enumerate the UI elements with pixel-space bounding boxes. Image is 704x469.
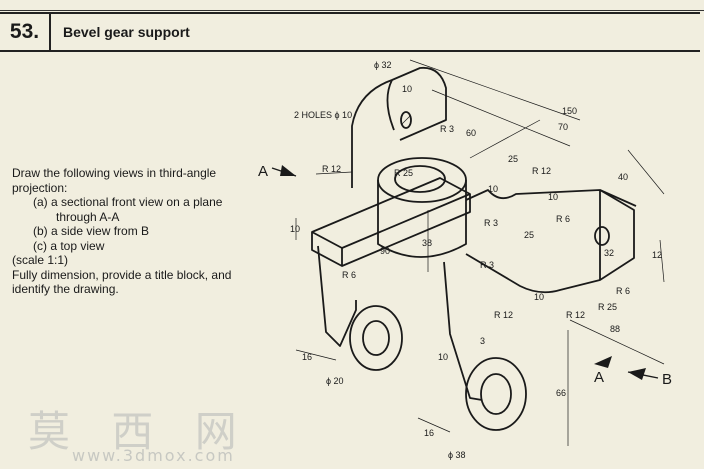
- dim-label: R 25: [598, 302, 617, 312]
- dim-label: 10: [290, 224, 300, 234]
- watermark-url: www.3dmox.com: [72, 446, 235, 465]
- dim-label: 3: [480, 336, 485, 346]
- dim-label: R 6: [556, 214, 570, 224]
- dim-label: R 3: [440, 124, 454, 134]
- dim-label: 40: [618, 172, 628, 182]
- dim-label: R 12: [532, 166, 551, 176]
- dim-label: ϕ 38: [448, 450, 466, 460]
- dim-label: 88: [610, 324, 620, 334]
- dim-label: ϕ 20: [326, 376, 344, 386]
- dim-label: 10: [488, 184, 498, 194]
- dim-label: R 3: [480, 260, 494, 270]
- dim-label: 66: [556, 388, 566, 398]
- dim-label: R 12: [566, 310, 585, 320]
- instruction-item-b: (b) a side view from B: [33, 224, 150, 238]
- instruction-line: Fully dimension, provide a title block, …: [12, 267, 232, 282]
- top-rule: [0, 0, 704, 11]
- dim-label: R 3: [484, 218, 498, 228]
- dim-label: 10: [548, 192, 558, 202]
- instruction-item-a-cont: through A-A: [56, 209, 120, 224]
- dim-label: R 12: [494, 310, 513, 320]
- dim-label: 60: [466, 128, 476, 138]
- dim-label: R 12: [322, 164, 341, 174]
- dim-label: 10: [438, 352, 448, 362]
- dim-label: ϕ 32: [374, 60, 392, 70]
- dim-label: 2 HOLES ϕ 10: [294, 110, 352, 120]
- section-marks: A A B: [258, 163, 672, 388]
- instruction-scale: (scale 1:1): [12, 253, 69, 267]
- dim-label: 150: [562, 106, 577, 116]
- dim-label: 16: [424, 428, 434, 438]
- dim-label: 25: [508, 154, 518, 164]
- exercise-header: 53. Bevel gear support: [0, 12, 700, 52]
- dim-label: 25: [524, 230, 534, 240]
- dimension-lines: [295, 59, 665, 446]
- instruction-item-c: (c) a top view: [33, 238, 105, 253]
- dim-label: 38: [422, 238, 432, 248]
- dimension-labels: ϕ 32 2 HOLES ϕ 10 10 R 3 60 150 70 25 R …: [290, 60, 662, 460]
- instruction-line: projection:: [12, 180, 68, 195]
- part-outline: [311, 66, 637, 431]
- dim-label: 32: [604, 248, 614, 258]
- watermark-text: 莫 西 网: [28, 407, 251, 456]
- instruction-item-a: (a) a sectional front view on a plane: [33, 195, 223, 209]
- dim-label: R 25: [394, 168, 413, 178]
- dim-label: 12: [652, 250, 662, 260]
- dim-label: 16: [302, 352, 312, 362]
- instruction-line: identify the drawing.: [12, 282, 119, 296]
- exercise-number: 53.: [0, 14, 51, 50]
- dim-label: 70: [558, 122, 568, 132]
- dim-label: R 6: [342, 270, 356, 280]
- section-label-a-right: A: [594, 369, 604, 386]
- section-label-a: A: [258, 163, 268, 180]
- view-label-b: B: [662, 371, 672, 388]
- dim-label: 90: [380, 246, 390, 256]
- instruction-line: Draw the following views in third-angle: [12, 166, 217, 180]
- exercise-title: Bevel gear support: [63, 24, 190, 40]
- instructions: Draw the following views in third-angle …: [12, 166, 274, 297]
- dim-label: 10: [534, 292, 544, 302]
- dim-label: R 6: [616, 286, 630, 296]
- dim-label: 10: [402, 84, 412, 94]
